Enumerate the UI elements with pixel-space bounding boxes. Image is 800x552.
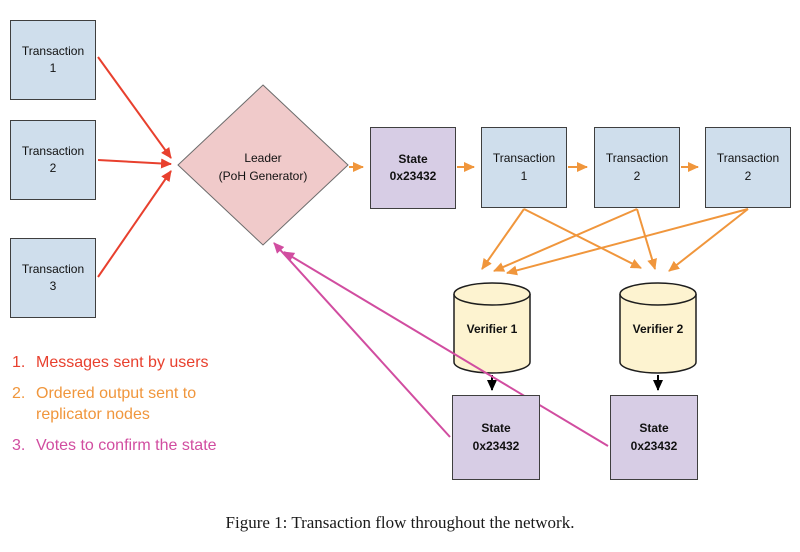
figure-caption: Figure 1: Transaction flow throughout th… (225, 513, 575, 532)
legend-item-ordered-output-text: Ordered output sent to replicator nodes (36, 384, 197, 424)
legend-item-votes: 3. Votes to confirm the state (12, 435, 287, 457)
node-state-verifier-1-line1: State (481, 421, 511, 436)
legend-item-votes-text: Votes to confirm the state (36, 436, 217, 454)
node-user-transaction-2-label: Transaction 2 (21, 143, 85, 175)
node-user-transaction-1: Transaction 1 (10, 20, 96, 100)
node-ordered-transaction-1-label: Transaction 1 (492, 151, 556, 183)
legend-item-ordered-output-number: 2. (12, 384, 26, 402)
node-state-top-line2: 0x23432 (389, 169, 437, 183)
leader-label: Leader (PoH Generator) (193, 149, 333, 185)
verifier-to-state-arrows (487, 375, 663, 391)
node-state-verifier-2-line1: State (639, 421, 669, 436)
verifier-2-label: Verifier 2 (632, 322, 684, 336)
legend-item-messages-text: Messages sent by users (36, 354, 209, 371)
node-ordered-transaction-3-label: Transaction 2 (716, 151, 780, 183)
vote-arrows (273, 242, 609, 447)
leader-diamond-shape (177, 84, 349, 246)
legend-item-ordered-output: 2. Ordered output sent to replicator nod… (12, 383, 287, 426)
leader-label-line2: (PoH Generator) (218, 169, 308, 183)
node-ordered-transaction-2: Transaction 2 (594, 127, 680, 208)
node-state-verifier-1: State 0x23432 (452, 395, 540, 480)
legend: 1. Messages sent by users 2. Ordered out… (12, 352, 287, 465)
verifier-1-label: Verifier 1 (466, 322, 518, 336)
legend-item-messages: 1. Messages sent by users (12, 352, 287, 374)
node-state-top-line1: State (398, 151, 428, 166)
leader-label-line1: Leader (244, 151, 282, 165)
user-message-arrows (97, 56, 172, 278)
legend-item-votes-number: 3. (12, 436, 26, 454)
node-state-verifier-2-line2: 0x23432 (630, 438, 678, 453)
node-user-transaction-3: Transaction 3 (10, 238, 96, 318)
node-state-verifier-2: State 0x23432 (610, 395, 698, 480)
node-user-transaction-1-label: Transaction 1 (21, 43, 85, 75)
node-state-verifier-1-line2: 0x23432 (472, 438, 520, 453)
node-ordered-transaction-1: Transaction 1 (481, 127, 567, 208)
legend-item-messages-number: 1. (12, 354, 26, 371)
node-state-top: State 0x23432 (370, 127, 456, 209)
node-ordered-transaction-3: Transaction 2 (705, 127, 791, 208)
node-user-transaction-2: Transaction 2 (10, 120, 96, 200)
verifier-1-cylinder-shape (453, 282, 531, 374)
ordered-output-to-verifier-arrows (481, 208, 749, 276)
node-user-transaction-3-label: Transaction 3 (21, 261, 85, 293)
verifier-2-cylinder-shape (619, 282, 697, 374)
node-ordered-transaction-2-label: Transaction 2 (605, 151, 669, 183)
